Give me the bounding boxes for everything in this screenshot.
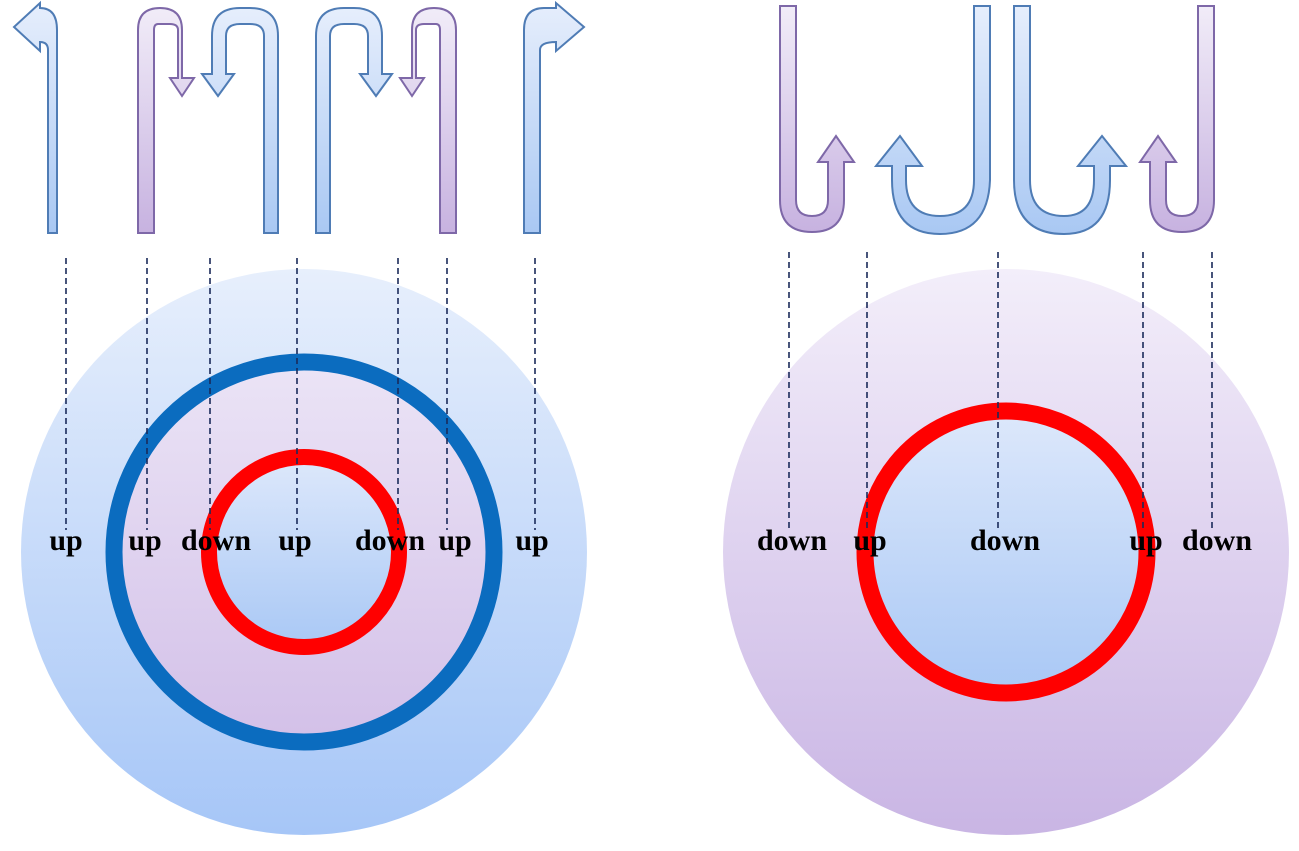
label-down: down (970, 524, 1040, 557)
label-up: up (853, 524, 886, 557)
label-up: up (1129, 524, 1162, 557)
right-dashed-lines (788, 252, 1213, 530)
purple-arrow-hairpin-1 (137, 6, 196, 234)
blue-arrow-up-right (523, 0, 586, 234)
right-red-ring (856, 402, 1156, 702)
label-down: down (1182, 524, 1252, 557)
left-panel: up up down up down up up (12, 0, 587, 835)
label-down: down (181, 524, 251, 557)
left-arrows (12, 0, 586, 234)
blue-u-arrow-2 (873, 5, 991, 236)
left-inner-zone (209, 457, 399, 647)
label-up: up (49, 524, 82, 557)
blue-u-arrow-3 (1013, 5, 1129, 236)
label-down: down (355, 524, 425, 557)
label-down: down (757, 524, 827, 557)
blue-arrow-hairpin-3 (315, 7, 394, 234)
blue-arrow-up-left (12, 0, 58, 234)
purple-u-arrow-4 (1138, 5, 1215, 234)
left-labels: up up down up down up up (49, 524, 548, 557)
label-up: up (438, 524, 471, 557)
left-red-ring (201, 449, 407, 655)
label-up: up (278, 524, 311, 557)
purple-u-arrow-1 (779, 5, 856, 234)
label-up: up (128, 524, 161, 557)
right-inner-zone (865, 411, 1147, 693)
right-arrows (779, 5, 1215, 236)
left-blue-ring (105, 353, 503, 751)
right-labels: down up down up down (757, 524, 1252, 557)
right-panel: down up down up down (723, 5, 1289, 835)
blue-arrow-hairpin-2 (200, 7, 279, 234)
purple-arrow-hairpin-4 (398, 6, 457, 234)
left-dashed-lines (65, 258, 536, 530)
label-up: up (515, 524, 548, 557)
